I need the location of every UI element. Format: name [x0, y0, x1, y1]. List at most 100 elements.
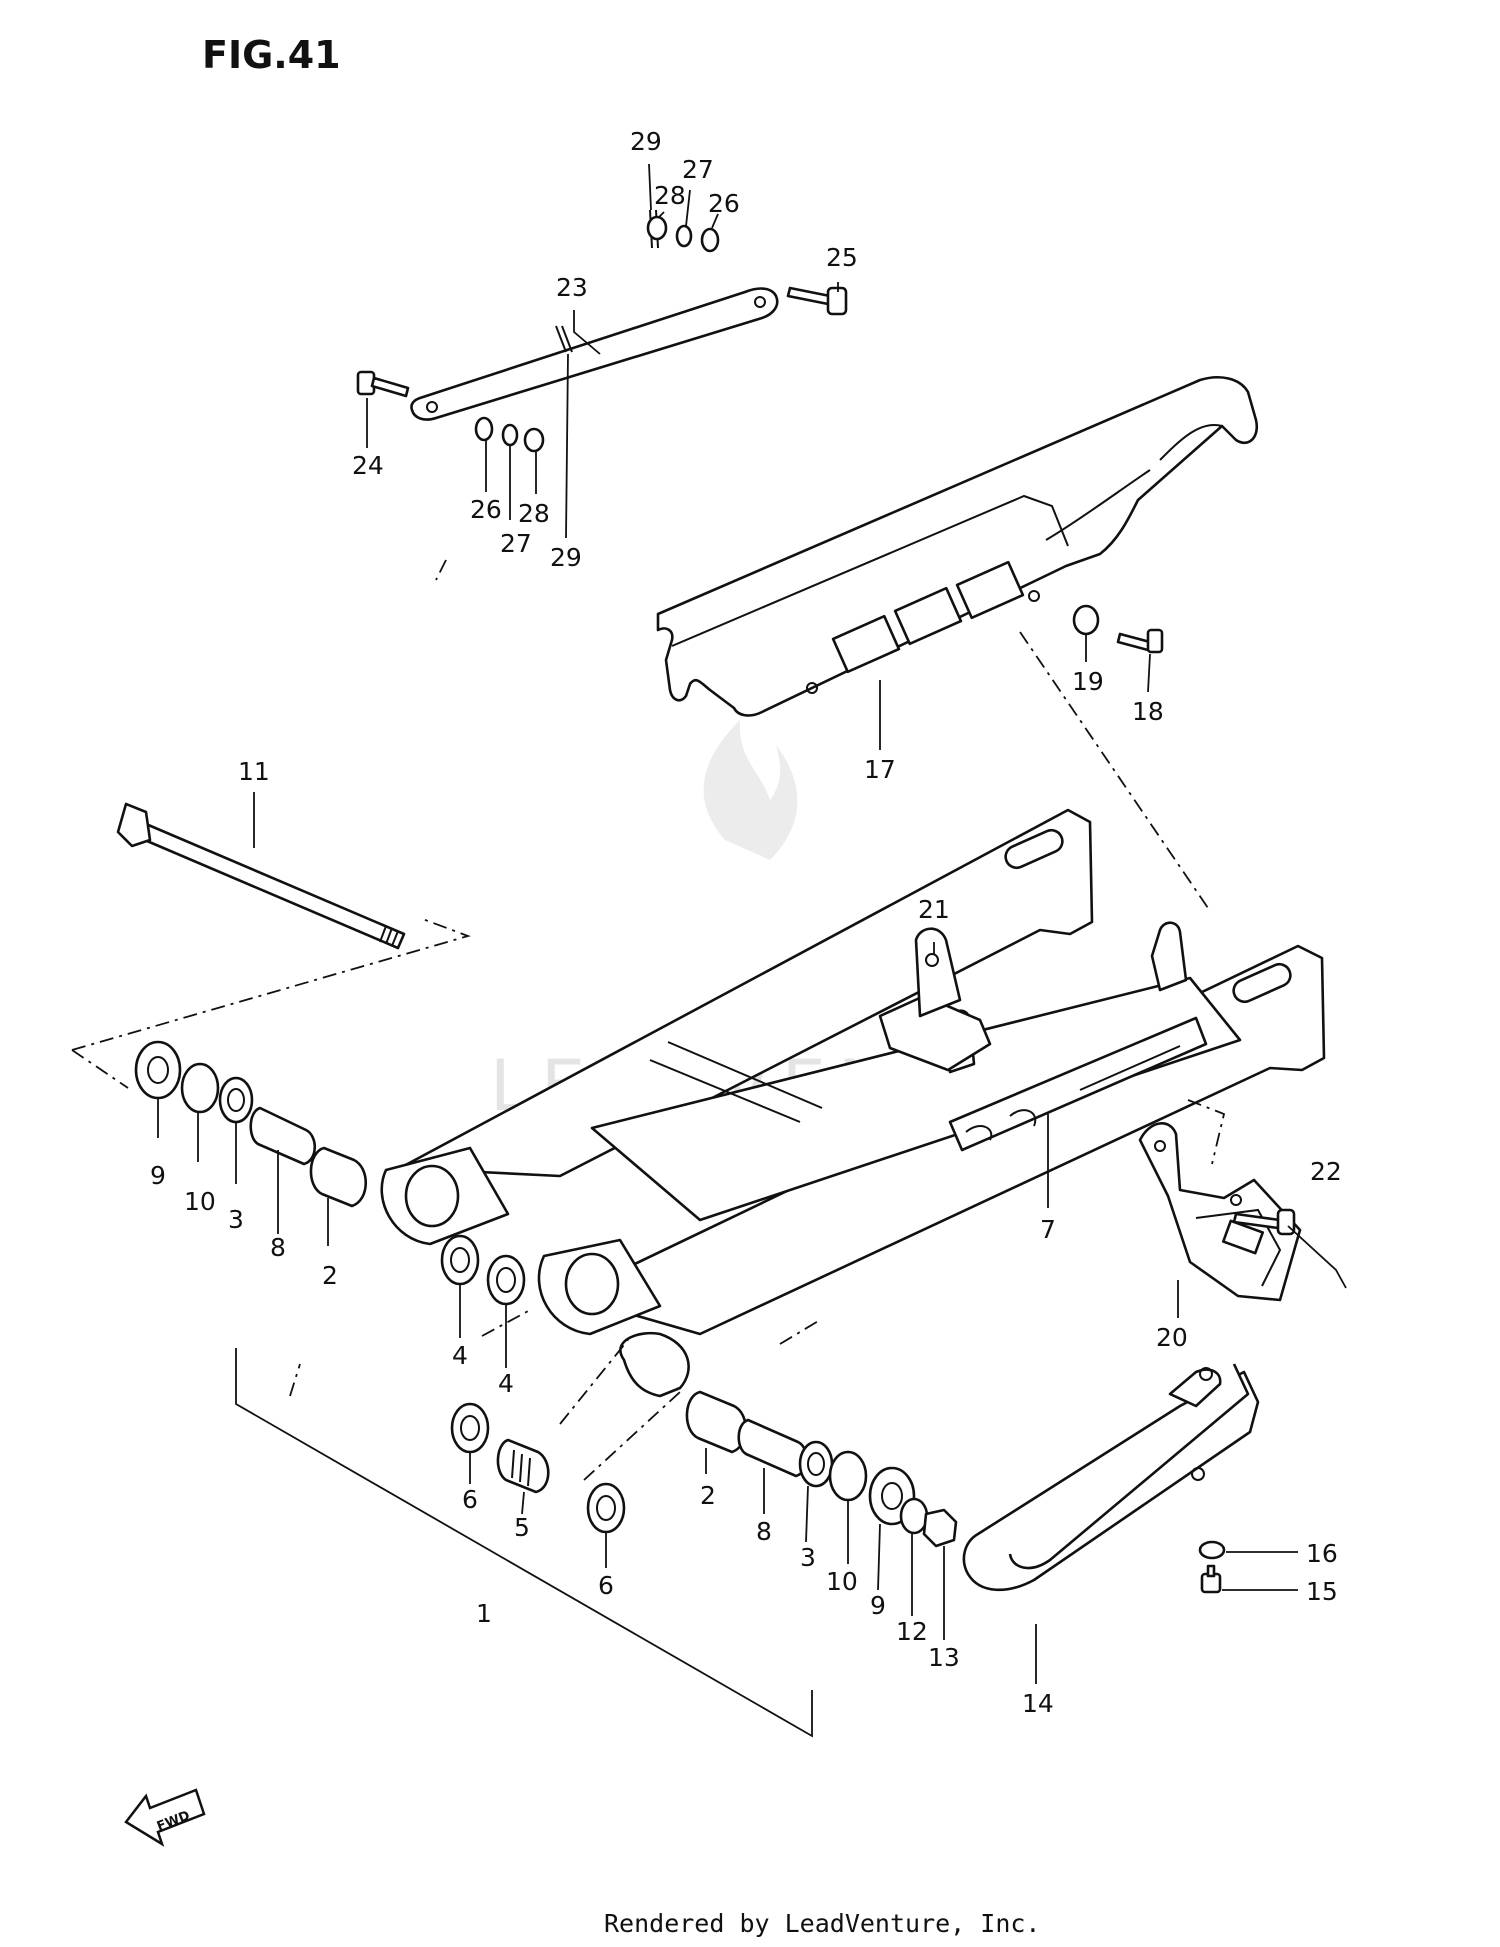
footer-credit: Rendered by LeadVenture, Inc.: [604, 1909, 1041, 1938]
callout-23: 23: [556, 273, 588, 302]
left-pivot-hardware: [134, 1040, 526, 1306]
washer-12: [899, 1497, 929, 1535]
callout-8: 8: [270, 1233, 286, 1262]
callout-6: 6: [598, 1571, 614, 1600]
torque-rod: [410, 287, 779, 421]
left-axle-slot: [1004, 828, 1064, 870]
right-axle-slot: [1232, 962, 1292, 1004]
chain-slider-14: [962, 1363, 1260, 1592]
washer-27-lower: [501, 423, 519, 447]
chain-case-window-1: [831, 614, 901, 674]
needle-bearing-5: [496, 1438, 550, 1494]
callout-10: 10: [184, 1187, 216, 1216]
washer-26-lower: [474, 416, 494, 442]
screw-18: [1116, 628, 1164, 654]
oil-seal-3-left: [218, 1076, 254, 1124]
callout-5: 5: [514, 1513, 530, 1542]
right-pivot-hardware: [450, 1331, 958, 1548]
bolt-25: [786, 286, 848, 316]
leader-lines: [157, 163, 1298, 1684]
pivot-shaft-11: [116, 802, 406, 950]
chain-guide-20: [1138, 1122, 1302, 1302]
washer-19: [1072, 604, 1100, 636]
callout-3: 3: [228, 1205, 244, 1234]
callout-15: 15: [1306, 1577, 1338, 1606]
cotter-pin-29-lower: [555, 325, 573, 353]
callout-4: 4: [452, 1341, 468, 1370]
chain-case: [656, 376, 1259, 717]
chain-case-window-2: [893, 586, 963, 646]
callout-26: 26: [470, 495, 502, 524]
callout-27: 27: [500, 529, 532, 558]
torque-rod-front-hole: [754, 296, 766, 308]
nut-13: [922, 1508, 958, 1548]
callout-29: 29: [630, 127, 662, 156]
callout-2: 2: [700, 1481, 716, 1510]
bolt-24: [356, 370, 410, 398]
right-pivot-bore: [564, 1252, 620, 1316]
callout-6: 6: [462, 1485, 478, 1514]
bushing-2-right: [685, 1390, 747, 1454]
callout-19: 19: [1072, 667, 1104, 696]
left-pivot-bore: [404, 1164, 460, 1228]
callout-13: 13: [928, 1643, 960, 1672]
callout-3: 3: [800, 1543, 816, 1572]
nut-28-lower: [523, 427, 545, 453]
callout-8: 8: [756, 1517, 772, 1546]
seal-6-left: [450, 1402, 490, 1454]
washer-26-upper: [700, 227, 720, 253]
spacer-8-right: [737, 1418, 809, 1478]
outer-boss: [619, 1331, 690, 1398]
torque-rod-assembly: [356, 209, 848, 453]
swingarm-crossmember: [590, 976, 1242, 1222]
assembly-1-bracket: [235, 1348, 813, 1738]
callout-21: 21: [918, 895, 950, 924]
washer-9-left: [134, 1040, 182, 1100]
callout-7: 7: [1040, 1215, 1056, 1244]
washer-10-right: [828, 1450, 868, 1502]
chain-case-window-3: [955, 560, 1025, 620]
callout-1: 1: [476, 1599, 492, 1628]
screw-15: [1200, 1564, 1222, 1594]
washer-27-upper: [675, 224, 693, 248]
callout-9: 9: [870, 1591, 886, 1620]
nut-28-upper: [646, 215, 668, 241]
oil-seal-3-right: [798, 1440, 834, 1488]
swingarm: [380, 808, 1326, 1336]
torque-rod-bracket-21: [878, 927, 992, 1072]
seal-4-a: [440, 1234, 480, 1286]
callout-22: 22: [1310, 1157, 1342, 1186]
callout-16: 16: [1306, 1539, 1338, 1568]
callout-10: 10: [826, 1567, 858, 1596]
swingarm-decal: [948, 1016, 1208, 1152]
callout-25: 25: [826, 243, 858, 272]
callout-17: 17: [864, 755, 896, 784]
fwd-arrow-icon: FWD: [124, 1788, 206, 1847]
callout-28: 28: [518, 499, 550, 528]
callout-18: 18: [1132, 697, 1164, 726]
callout-4: 4: [498, 1369, 514, 1398]
callout-26: 26: [708, 189, 740, 218]
washer-10-left: [180, 1062, 220, 1114]
callout-29: 29: [550, 543, 582, 572]
chain-case-assembly: [656, 376, 1259, 717]
callout-12: 12: [896, 1617, 928, 1646]
callout-20: 20: [1156, 1323, 1188, 1352]
bushing-2-left: [309, 1146, 367, 1208]
torque-rod-rear-hole: [426, 401, 438, 413]
callout-28: 28: [654, 181, 686, 210]
reference-lines: [71, 559, 1226, 1481]
seal-6-right: [586, 1482, 626, 1534]
spacer-8-left: [249, 1106, 317, 1166]
callout-24: 24: [352, 451, 384, 480]
washer-16: [1198, 1540, 1226, 1560]
callout-11: 11: [238, 757, 270, 786]
callout-9: 9: [150, 1161, 166, 1190]
callout-14: 14: [1022, 1689, 1054, 1718]
seal-4-b: [486, 1254, 526, 1306]
callout-27: 27: [682, 155, 714, 184]
callout-2: 2: [322, 1261, 338, 1290]
figure-title: FIG.41: [202, 33, 341, 77]
